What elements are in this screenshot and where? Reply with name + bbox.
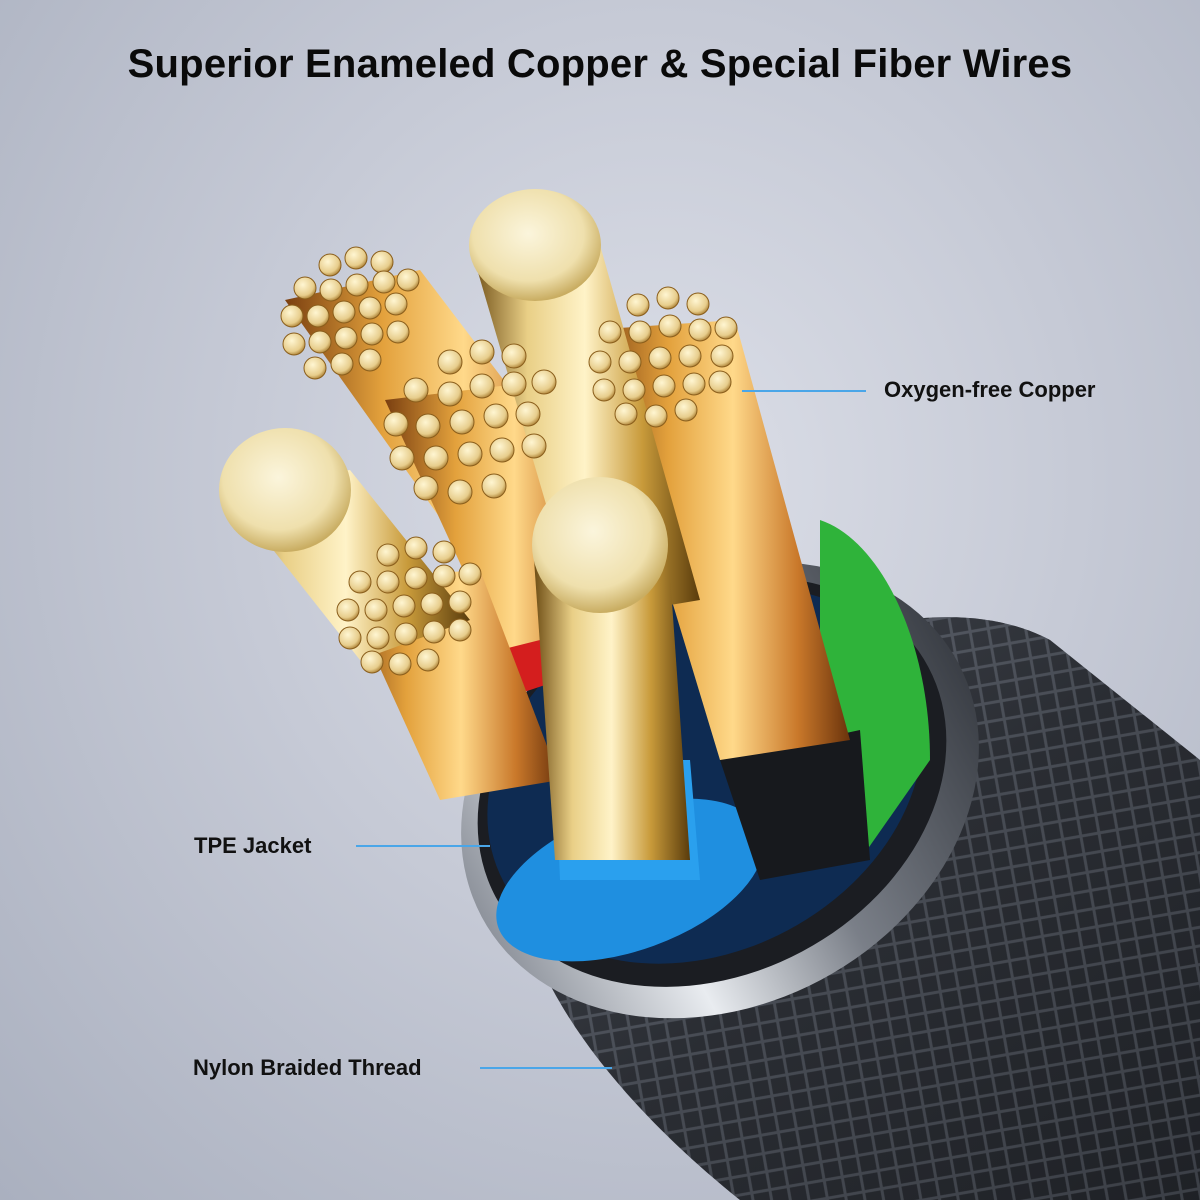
page-title: Superior Enameled Copper & Special Fiber… [127,42,1073,86]
copper-bundle-3 [590,320,850,760]
strand-ends-3 [588,286,738,428]
callout-nylon-braided-thread: Nylon Braided Thread [193,1055,422,1080]
strand-ends-1 [280,246,420,380]
callout-oxygen-free-copper: Oxygen-free Copper [884,377,1096,402]
callout-tpe-jacket: TPE Jacket [194,833,312,858]
strand-ends-4 [336,536,482,676]
strand-ends-2 [383,339,557,505]
gold-rod-3 [532,477,690,860]
